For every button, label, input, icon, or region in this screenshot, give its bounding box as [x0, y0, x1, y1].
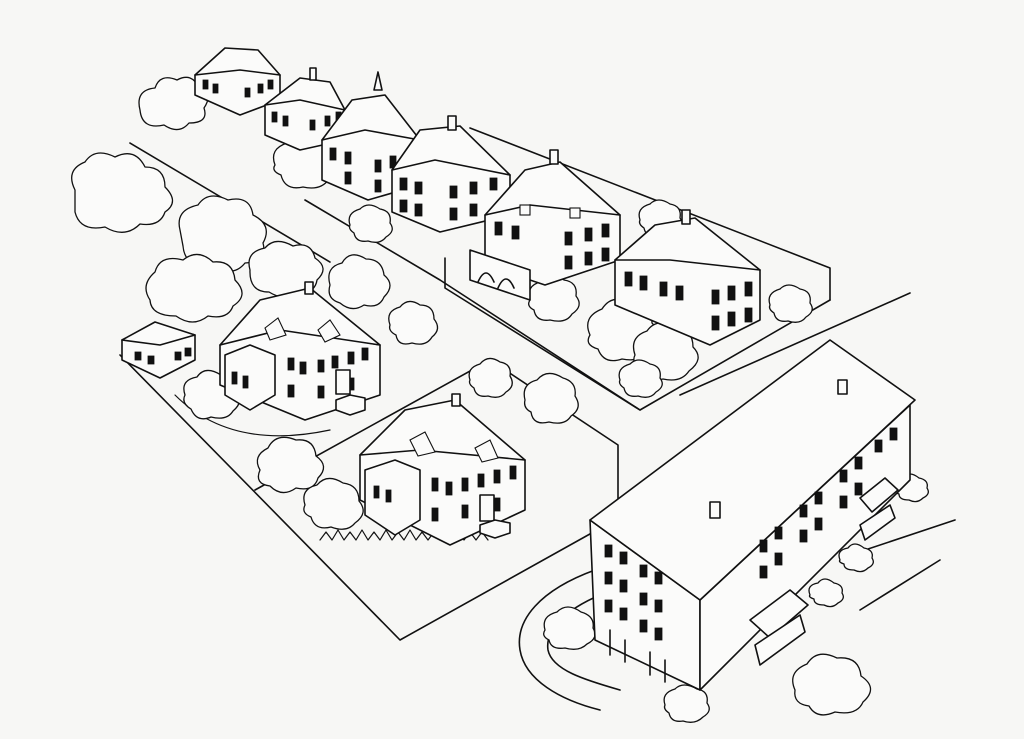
row-house-1	[194, 47, 281, 116]
tree-left-1	[71, 152, 174, 233]
tree-curve	[543, 606, 596, 650]
tree-mid-2	[388, 300, 439, 345]
tree-row-5	[768, 284, 813, 323]
road-right-edge-c	[859, 559, 941, 611]
tree-row-4	[618, 359, 663, 398]
villa-left	[219, 281, 381, 421]
tree-bottom-center	[663, 684, 710, 723]
bush-right-1	[808, 578, 844, 608]
tree-bottom-2	[303, 477, 364, 530]
villa-center	[359, 393, 526, 546]
row-house-4	[391, 115, 511, 233]
curved-street-outer	[518, 569, 601, 711]
tree-center-1	[523, 372, 579, 424]
road-right-edge-a	[679, 292, 911, 396]
plot-boundary-bottom	[119, 354, 616, 641]
tree-bottom-1	[256, 436, 325, 494]
tree-left-3	[145, 253, 243, 323]
trees	[71, 76, 929, 723]
row-house-6	[614, 209, 761, 346]
tree-center-2	[468, 357, 513, 398]
tree-top-3	[348, 204, 393, 243]
plot-right-row	[444, 257, 831, 411]
tree-bottom-right	[792, 653, 872, 716]
garage-left	[121, 321, 196, 379]
apartment-block	[589, 339, 916, 691]
bush-right-2	[838, 543, 874, 573]
tree-mid-1	[328, 254, 391, 310]
row-house-5	[469, 149, 621, 301]
street-back-edge	[469, 127, 831, 301]
